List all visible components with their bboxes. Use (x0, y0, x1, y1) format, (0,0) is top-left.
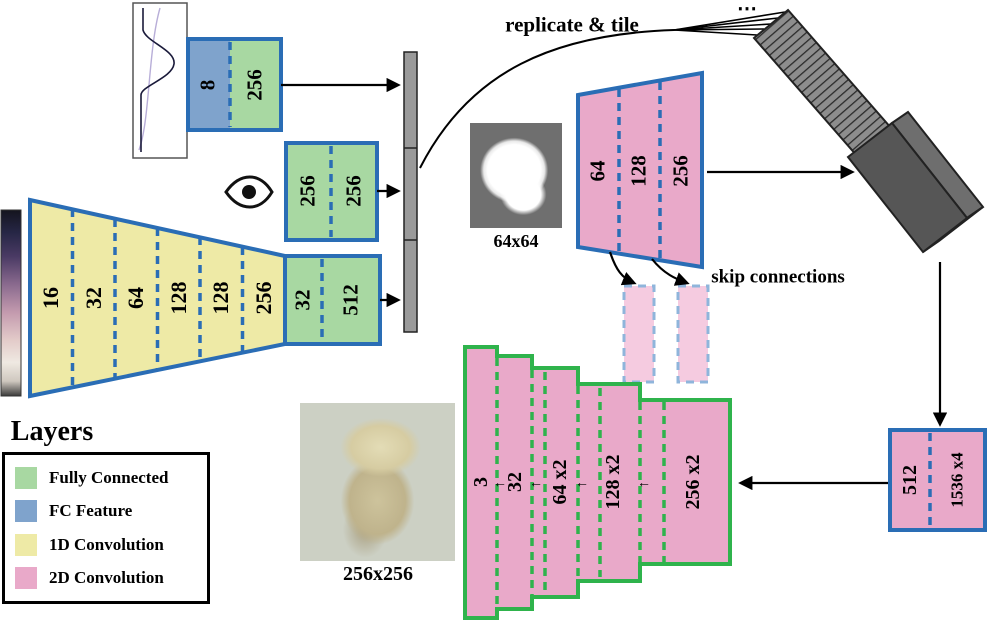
conv1d-fc-box (283, 254, 382, 346)
conv1d-section-label: 64 (123, 287, 148, 309)
colormap-strip (0, 209, 22, 397)
fc-feature-swatch (15, 500, 37, 523)
decoder2d-section-label: 32 (504, 472, 526, 492)
tf-feature-in-label: 8 (195, 79, 220, 91)
decoder2d-section-dividers (495, 358, 666, 607)
concat-bar (403, 51, 418, 333)
fc-out-label: 512 (338, 284, 363, 316)
input-image-64 (470, 123, 562, 228)
encoder2d-section-label: 256 (668, 155, 693, 187)
output-size-label: 256x256 (343, 563, 413, 585)
transfer-function-plot (132, 2, 188, 159)
legend-item-fully-connected: Fully Connected (15, 466, 197, 489)
decoder-flow-arrow-icon: ← (575, 476, 589, 491)
legend-title: Layers (10, 416, 94, 447)
conv2d-swatch (15, 567, 37, 590)
encoder2d-section-label: 64 (585, 160, 610, 182)
legend-item-label: 2D Convolution (49, 568, 164, 588)
decoder2d-section-label: 3 (470, 477, 492, 487)
legend-item-1d-convolution: 1D Convolution (15, 533, 197, 556)
decoder-flow-arrow-icon: ← (529, 476, 543, 491)
legend-item-label: Fully Connected (49, 467, 169, 487)
decoder-flow-arrow-icon: ← (637, 476, 651, 491)
view-fc-in-label: 256 (295, 175, 320, 207)
conv1d-section-label: 256 (251, 281, 276, 315)
legend: Fully Connected FC Feature 1D Convolutio… (2, 452, 210, 604)
legend-item-label: FC Feature (49, 501, 133, 521)
fc-in-label: 32 (290, 289, 315, 311)
replicate-tile-fan (419, 11, 786, 169)
latent-out-label: 1536 x4 (947, 452, 967, 508)
encoder2d-section-label: 128 (626, 155, 651, 187)
tiled-volume-3d (846, 110, 985, 254)
skip-connections-label: skip connections (711, 266, 845, 288)
conv1d-section-label: 128 (166, 281, 191, 315)
conv1d-section-label: 128 (208, 281, 233, 315)
eye-icon (224, 175, 274, 209)
conv1d-section-label: 16 (38, 287, 63, 309)
tf-feature-box (186, 37, 283, 132)
decoder2d-section-label: 256 x2 (682, 454, 704, 510)
output-image-256 (300, 403, 455, 561)
flow-arrows (281, 77, 948, 491)
decoder2d-section-label: 128 x2 (602, 454, 624, 510)
legend-item-label: 1D Convolution (49, 534, 164, 554)
conv1d-section-dividers (70, 209, 245, 387)
decoder2d-section-label: 64 x2 (549, 459, 571, 505)
fully-connected-swatch (15, 466, 37, 489)
encoder2d-section-dividers (617, 82, 662, 260)
latent-fc-box (888, 428, 987, 532)
tf-feature-out-label: 256 (242, 69, 267, 101)
latent-in-label: 512 (899, 465, 921, 495)
conv1d-swatch (15, 533, 37, 556)
legend-item-fc-feature: FC Feature (15, 500, 197, 523)
conv1d-section-label: 32 (81, 287, 106, 309)
input-size-label: 64x64 (493, 231, 539, 251)
legend-item-2d-convolution: 2D Convolution (15, 567, 197, 590)
ellipsis-label: ⋯ (737, 0, 757, 20)
decoder-flow-arrow-icon: ← (493, 476, 507, 491)
view-fc-out-label: 256 (341, 175, 366, 207)
encoder2d-trapezoid (576, 70, 704, 270)
skip-feature-boxes (622, 284, 710, 384)
replicate-tile-label: replicate & tile (505, 12, 639, 37)
